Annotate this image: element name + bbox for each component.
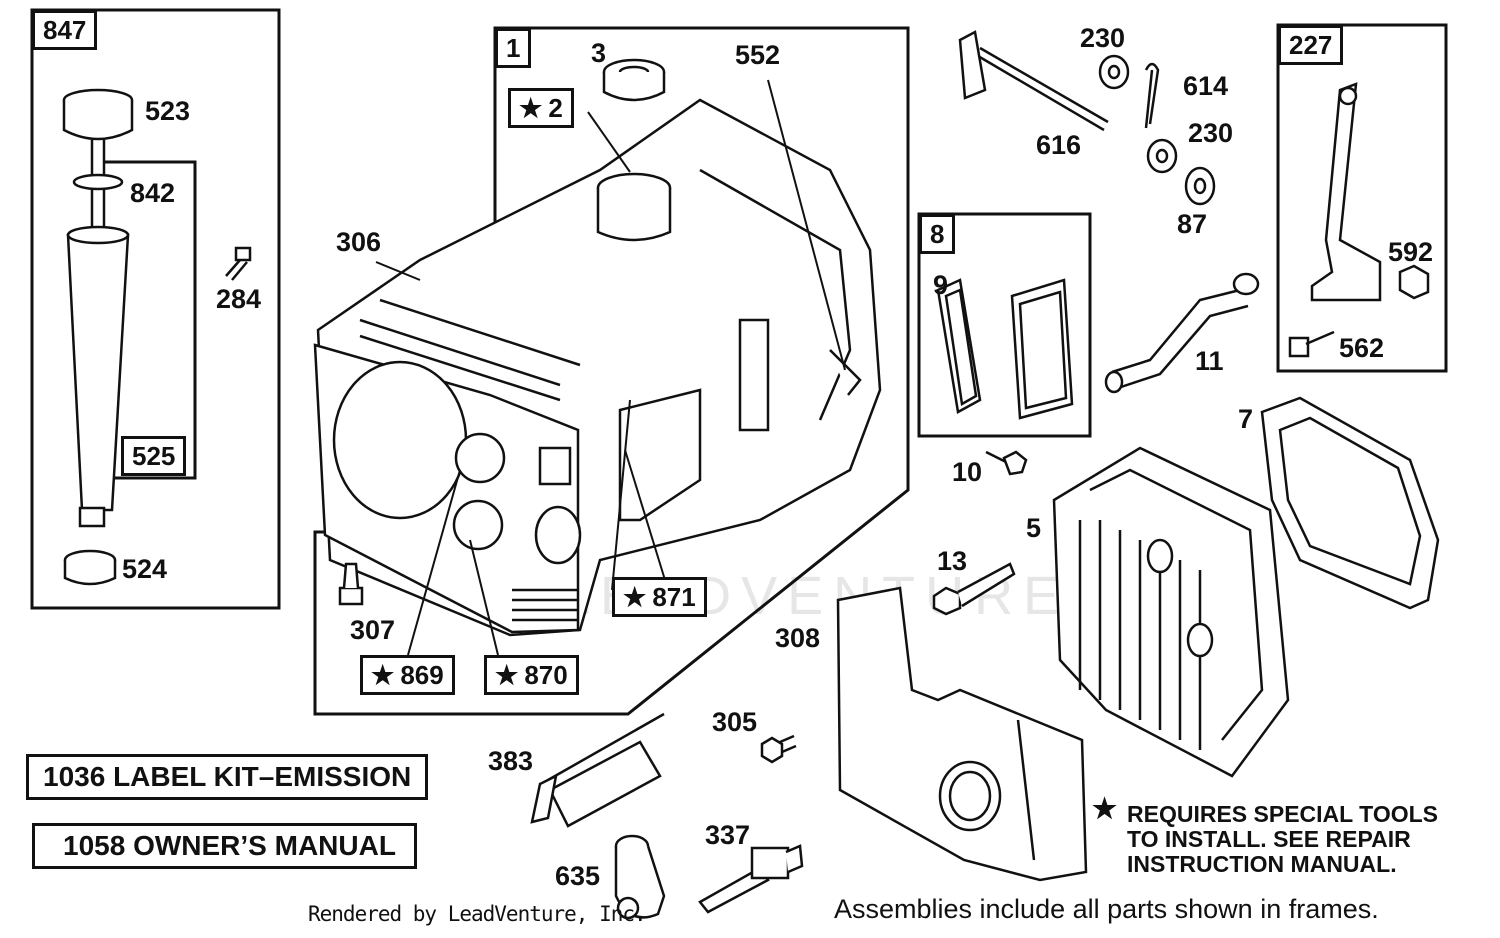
leader-lines xyxy=(375,79,846,656)
frame-label-525: 525 xyxy=(121,436,187,476)
frame-label-1: 1 xyxy=(495,28,532,68)
washers-drawing xyxy=(1098,54,1216,206)
callout-870: 870 xyxy=(484,655,579,695)
screw-284-drawing xyxy=(225,246,252,281)
part-label: 230 xyxy=(1188,118,1234,148)
seal-3-drawing xyxy=(602,58,666,102)
part-label: 3 xyxy=(591,38,607,68)
cylinder-head-drawing xyxy=(1052,446,1290,778)
part-label: 13 xyxy=(937,546,968,576)
gasket-7-drawing xyxy=(1260,396,1440,610)
part-label: 524 xyxy=(122,554,168,584)
part-label: 552 xyxy=(735,40,781,70)
part-label: 87 xyxy=(1177,209,1208,239)
part-label: 383 xyxy=(488,746,534,776)
lever-227-drawing xyxy=(1288,82,1430,358)
part-label: 614 xyxy=(1183,71,1229,101)
part-label: 11 xyxy=(1195,346,1224,376)
frame-525 xyxy=(105,160,197,480)
part-label: 230 xyxy=(1080,23,1126,53)
tool-383-drawing xyxy=(530,712,665,828)
callout-871: 871 xyxy=(612,577,707,617)
breather-drawing xyxy=(936,278,1074,420)
screw-307-drawing xyxy=(338,562,364,606)
note-star: ★ xyxy=(1092,793,1118,824)
shaft-616-drawing xyxy=(958,30,1109,132)
frame-847 xyxy=(30,8,281,610)
owners-manual-box: 1058 OWNER’S MANUAL xyxy=(32,823,417,869)
dipstick-tube-drawing xyxy=(62,88,134,586)
part-label: 635 xyxy=(555,861,601,891)
label-kit-box: 1036 LABEL KIT–EMISSION xyxy=(26,754,429,800)
callout-2: 2 xyxy=(508,88,574,128)
part-label: 284 xyxy=(216,284,262,314)
frame-label-227: 227 xyxy=(1278,25,1344,65)
part-label: 337 xyxy=(705,820,751,850)
boot-635-drawing xyxy=(614,834,666,920)
frame-8 xyxy=(917,212,1092,438)
screw-305-drawing xyxy=(760,734,797,764)
part-label: 10 xyxy=(952,457,983,487)
part-label: 305 xyxy=(712,707,758,737)
part-label: 842 xyxy=(130,178,176,208)
part-label: 562 xyxy=(1339,333,1385,363)
part-label: 7 xyxy=(1238,404,1254,434)
part-label: 5 xyxy=(1026,513,1042,543)
rendered-by-text: Rendered by LeadVenture, Inc. xyxy=(308,902,647,926)
part-label: 616 xyxy=(1036,130,1082,160)
spark-plug-337-drawing xyxy=(698,844,804,914)
crankcase-drawing xyxy=(313,98,882,637)
frame-label-8: 8 xyxy=(919,214,956,254)
frame-227 xyxy=(1276,23,1448,373)
bolt-13-drawing xyxy=(932,562,1016,616)
screw-10-drawing xyxy=(985,450,1028,476)
part-label: 307 xyxy=(350,615,396,645)
callout-869: 869 xyxy=(360,655,455,695)
assemblies-note: Assemblies include all parts shown in fr… xyxy=(834,894,1379,924)
note-line-2: TO INSTALL. SEE REPAIR xyxy=(1127,826,1411,852)
shroud-308-drawing xyxy=(836,586,1088,882)
note-line-3: INSTRUCTION MANUAL. xyxy=(1127,851,1397,877)
part-label: 523 xyxy=(145,96,191,126)
part-label: 592 xyxy=(1388,237,1434,267)
part-label: 306 xyxy=(336,227,382,257)
part-label: 9 xyxy=(933,270,949,300)
breather-tube-11-drawing xyxy=(1104,272,1260,394)
note-line-1: REQUIRES SPECIAL TOOLS xyxy=(1127,801,1438,827)
frame-label-847: 847 xyxy=(32,10,98,50)
part-label: 308 xyxy=(775,623,821,653)
